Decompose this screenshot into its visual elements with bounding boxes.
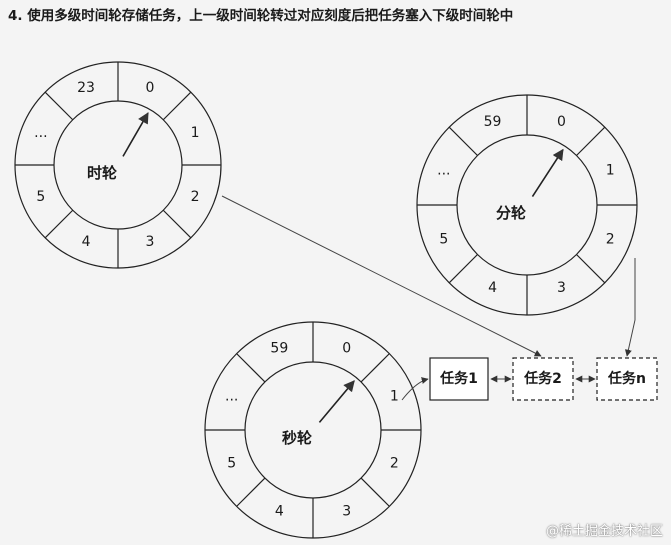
second-wheel-hub-label: 秒轮	[282, 429, 312, 447]
second-wheel-divider	[236, 353, 266, 383]
hour-slot-label: 4	[82, 234, 91, 250]
task-label: 任务n	[607, 370, 646, 387]
hour-wheel-divider	[44, 91, 74, 121]
second-wheel-divider	[360, 353, 390, 383]
minute-wheel-divider	[576, 126, 606, 156]
second-wheel-hand-arrow	[318, 380, 355, 423]
second-wheel: 59 0 1 2 3 4 5... 秒轮	[204, 321, 422, 539]
minute-slot-label: 59	[484, 114, 502, 130]
hour-wheel-hub-label: 时轮	[87, 164, 117, 182]
minute-wheel-hand-arrow	[531, 148, 564, 198]
hour-slot-label: 3	[145, 234, 154, 250]
minute-wheel-divider	[576, 254, 606, 284]
task-box-frame	[512, 357, 574, 401]
task-box-frame	[429, 357, 489, 401]
hour-wheel-inner-ring	[53, 100, 183, 230]
hour-slot-label: 23	[77, 80, 95, 96]
hour-wheel-divider	[162, 91, 192, 121]
minute-slot-label: 4	[488, 280, 497, 296]
hour-wheel-divider	[44, 209, 74, 239]
hour-to-task2-arrow	[221, 195, 542, 357]
second-slot-label: 59	[270, 341, 288, 357]
diagram-heading: 4. 使用多级时间轮存储任务，上一级时间轮转过对应刻度后把任务塞入下级时间轮中	[8, 8, 514, 24]
second-slot-label: 4	[275, 503, 284, 519]
minute-slot-label: 3	[557, 280, 566, 296]
watermark: @稀土掘金技术社区	[545, 524, 663, 539]
second-slot-label: 1	[390, 388, 399, 404]
minute-slot-label: 0	[557, 114, 566, 130]
minute-wheel-inner-ring	[456, 134, 598, 276]
second-to-task1-arrow	[401, 377, 429, 401]
minute-wheel-divider	[448, 126, 478, 156]
minute-slot-label: 2	[606, 231, 615, 247]
second-wheel-inner-ring	[244, 361, 382, 499]
minute-slot-label: ...	[437, 163, 450, 179]
minute-slot-label: 1	[606, 163, 615, 179]
hour-slot-label: 0	[145, 80, 154, 96]
second-slot-label: 2	[390, 456, 399, 472]
second-slot-label: 3	[342, 503, 351, 519]
second-wheel-divider	[360, 477, 390, 507]
second-slot-label: ...	[225, 388, 238, 404]
task-box-frame	[596, 357, 658, 401]
second-slot-label: 5	[227, 456, 236, 472]
task-box-3: 任务n	[596, 357, 658, 401]
minute-wheel-divider	[448, 254, 478, 284]
task-label: 任务1	[439, 370, 478, 387]
hour-slot-label: 5	[36, 189, 45, 205]
hour-slot-label: ...	[34, 125, 47, 141]
second-slot-label: 0	[342, 341, 351, 357]
task-label: 任务2	[523, 370, 562, 387]
minute-slot-label: 5	[439, 231, 448, 247]
minute-to-taskn-arrow	[624, 258, 636, 357]
task-box-1: 任务1	[429, 357, 489, 401]
task-box-2: 任务2	[512, 357, 574, 401]
minute-wheel: 59 0 1 2 3 4 5... 分轮	[416, 94, 638, 316]
second-wheel-divider	[236, 477, 266, 507]
hour-slot-label: 2	[191, 189, 200, 205]
minute-wheel-hub-label: 分轮	[496, 204, 526, 222]
hour-slot-label: 1	[191, 125, 200, 141]
hour-wheel-hand-arrow	[122, 112, 149, 157]
hour-wheel-divider	[162, 209, 192, 239]
